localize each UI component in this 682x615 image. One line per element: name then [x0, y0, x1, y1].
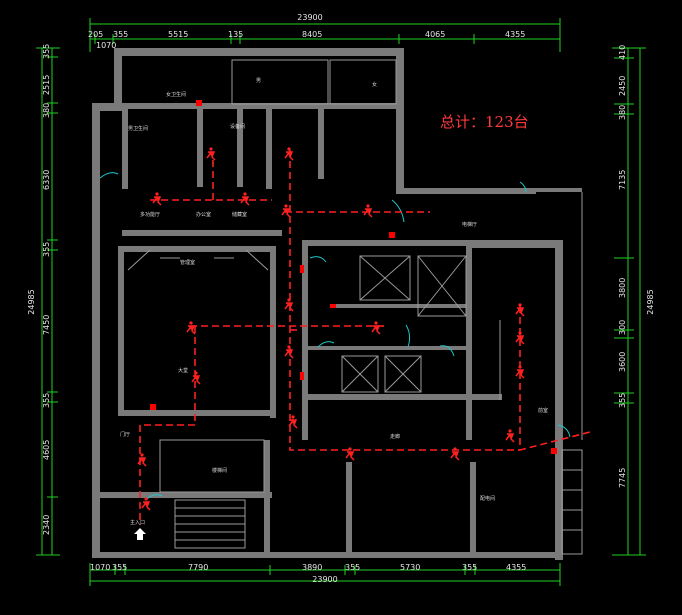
- dimension-lines: [36, 18, 646, 586]
- running-man-icon: [515, 331, 525, 345]
- top-dimension: 5515: [168, 30, 188, 39]
- room-label: 管理室: [180, 259, 195, 266]
- room-label: 男: [256, 78, 261, 84]
- running-man-icon: [281, 204, 291, 218]
- right-dimension: 7745: [618, 468, 627, 488]
- running-man-icon: [206, 147, 216, 161]
- left-dimension: 355: [42, 393, 51, 408]
- room-label: 大堂: [178, 367, 188, 374]
- room-label: 设备间: [230, 123, 245, 130]
- running-man-icon: [141, 497, 151, 511]
- bottom-dimension: 355: [112, 563, 127, 572]
- running-man-icon: [363, 204, 373, 218]
- left-dimension: 2340: [42, 515, 51, 535]
- top-dimension: 4065: [425, 30, 445, 39]
- room-label: 女卫生间: [166, 91, 186, 98]
- bottom-overall-dimension: 23900: [312, 575, 337, 584]
- total-count-label: 总计：123台: [440, 113, 529, 131]
- running-man-icon: [515, 303, 525, 317]
- running-man-icon: [450, 447, 460, 461]
- top-dimension: 355: [113, 30, 128, 39]
- room-label: 电梯厅: [462, 221, 477, 228]
- running-man-icon: [284, 298, 294, 312]
- left-overall-dimension: 24985: [27, 289, 36, 314]
- top-dimension: 8405: [302, 30, 322, 39]
- left-dimension: 6330: [42, 170, 51, 190]
- room-label: 男卫生间: [128, 125, 148, 132]
- exit-marker: [300, 265, 304, 273]
- room-label: 前室: [538, 407, 548, 414]
- room-label: 储藏室: [232, 211, 247, 218]
- bottom-dimension: 7790: [188, 563, 208, 572]
- running-man-icon: [515, 365, 525, 379]
- right-dimension: 2450: [618, 76, 627, 96]
- right-dimension: 410: [618, 45, 627, 60]
- exit-marker: [150, 404, 156, 410]
- running-man-icon: [505, 429, 515, 443]
- left-dimension: 7450: [42, 315, 51, 335]
- exit-marker: [300, 372, 304, 380]
- room-label: 女: [372, 81, 377, 88]
- left-dimension: 355: [42, 242, 51, 257]
- right-dimension: 355: [618, 393, 627, 408]
- walls: [92, 48, 582, 560]
- entrance-arrow-icon: [134, 528, 146, 540]
- running-man-icon: [240, 192, 250, 206]
- right-dimension: 380: [618, 105, 627, 120]
- room-label: 楼梯间: [212, 467, 227, 474]
- running-man-icon: [284, 345, 294, 359]
- evacuation-signs: [137, 147, 525, 511]
- room-label: 走廊: [390, 433, 400, 440]
- running-man-icon: [191, 371, 201, 385]
- running-man-icon: [371, 321, 381, 335]
- right-dimension: 300: [618, 320, 627, 335]
- room-label: 门厅: [120, 431, 130, 438]
- room-label: 多功能厅: [140, 211, 160, 218]
- exit-markers: [134, 100, 557, 540]
- right-dimension: 3800: [618, 278, 627, 298]
- running-man-icon: [288, 415, 298, 429]
- bottom-dimension: 5730: [400, 563, 420, 572]
- running-man-icon: [284, 147, 294, 161]
- exit-marker: [330, 304, 336, 308]
- exit-marker: [551, 448, 557, 454]
- left-dimension: 355: [42, 44, 51, 59]
- left-dimension: 4605: [42, 440, 51, 460]
- bottom-dimension: 4355: [506, 563, 526, 572]
- room-label: 主入口: [130, 519, 145, 526]
- top-overall-dimension: 23900: [297, 13, 322, 22]
- top-dimension: 205: [88, 30, 103, 39]
- running-man-icon: [186, 321, 196, 335]
- bottom-dimension: 355: [345, 563, 360, 572]
- room-label: 配电间: [480, 495, 495, 502]
- left-dimension: 2515: [42, 75, 51, 95]
- right-dimension: 7135: [618, 170, 627, 190]
- right-dimension: 3600: [618, 352, 627, 372]
- bottom-dimension: 3890: [302, 563, 322, 572]
- interior-partitions: [127, 59, 583, 555]
- exit-marker: [196, 100, 202, 106]
- bottom-dimension: 1070: [90, 563, 110, 572]
- top-dimension: 4355: [505, 30, 525, 39]
- running-man-icon: [137, 453, 147, 467]
- left-dimension: 380: [42, 103, 51, 118]
- dimension-labels: 23900 205 355 5515 135 8405 4065 4355 10…: [27, 13, 655, 584]
- top-dimension: 135: [228, 30, 243, 39]
- room-labels: 女卫生间 男卫生间 男 女 多功能厅 大堂 电梯厅 走廊 设备间 办公室 储藏室…: [120, 78, 548, 526]
- top-sub-dimension: 1070: [96, 41, 116, 50]
- bottom-dimension: 355: [462, 563, 477, 572]
- doors: [99, 172, 571, 501]
- right-overall-dimension: 24985: [646, 289, 655, 314]
- running-man-icon: [345, 447, 355, 461]
- exit-marker: [389, 232, 395, 238]
- running-man-icon: [152, 192, 162, 206]
- room-label: 办公室: [196, 211, 211, 218]
